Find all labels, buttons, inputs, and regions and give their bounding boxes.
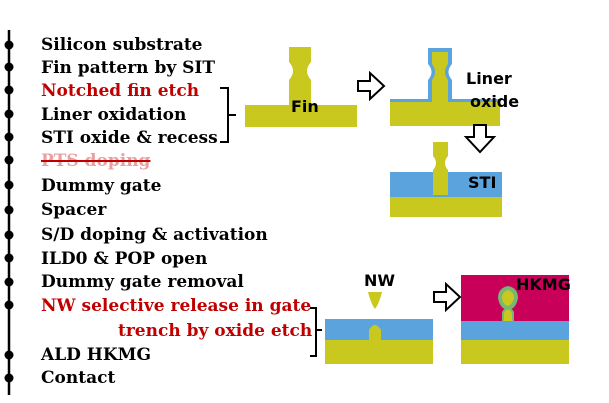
hkmg-structure — [461, 275, 569, 364]
label-fin: Fin — [291, 97, 319, 116]
sti-structure — [390, 142, 502, 217]
step-contact: Contact — [41, 368, 116, 388]
bracket-fin-steps — [220, 87, 236, 143]
timeline-dot — [4, 277, 14, 287]
label-nw: NW — [364, 271, 396, 290]
timeline-dot — [4, 40, 14, 50]
arrow-right-icon — [357, 70, 386, 102]
arrow-down-icon — [463, 124, 497, 154]
fin-structure — [245, 47, 357, 127]
timeline-dot — [4, 253, 14, 263]
step-sti-oxide-recess: STI oxide & recess — [41, 128, 218, 148]
step-ild0-pop-open: ILD0 & POP open — [41, 249, 208, 269]
step-nw-release-continued: trench by oxide etch — [118, 321, 313, 341]
timeline-dot — [4, 230, 14, 240]
timeline-dot — [4, 109, 14, 119]
step-silicon-substrate: Silicon substrate — [41, 35, 203, 55]
step-dummy-gate: Dummy gate — [41, 176, 162, 196]
timeline-dot — [4, 350, 14, 360]
bracket-release-steps — [310, 307, 322, 357]
timeline-dot — [4, 85, 14, 95]
arrow-right-icon — [433, 281, 462, 313]
step-notched-fin-etch: Notched fin etch — [41, 81, 200, 101]
label-liner: Liner — [466, 69, 512, 88]
step-liner-oxidation: Liner oxidation — [41, 105, 187, 125]
step-ald-hkmg: ALD HKMG — [41, 345, 151, 365]
label-oxide: oxide — [470, 92, 520, 111]
timeline-dot — [4, 373, 14, 383]
timeline-dot — [4, 62, 14, 72]
timeline-dot — [4, 155, 14, 165]
timeline-dot — [4, 205, 14, 215]
liner-oxide-structure — [390, 48, 500, 126]
step-spacer: Spacer — [41, 200, 107, 220]
timeline-dot — [4, 180, 14, 190]
nw-structure — [325, 292, 433, 364]
timeline-dot — [4, 300, 14, 310]
step-pts-doping-removed: PTS doping — [41, 151, 151, 171]
label-hkmg: HKMG — [516, 275, 571, 294]
label-sti: STI — [468, 173, 497, 192]
step-dummy-gate-removal: Dummy gate removal — [41, 272, 244, 292]
step-fin-pattern: Fin pattern by SIT — [41, 58, 216, 78]
timeline-dots — [4, 40, 14, 383]
step-sd-doping: S/D doping & activation — [41, 225, 268, 245]
timeline-dot — [4, 132, 14, 142]
step-nw-selective-release: NW selective release in gate — [41, 296, 312, 316]
